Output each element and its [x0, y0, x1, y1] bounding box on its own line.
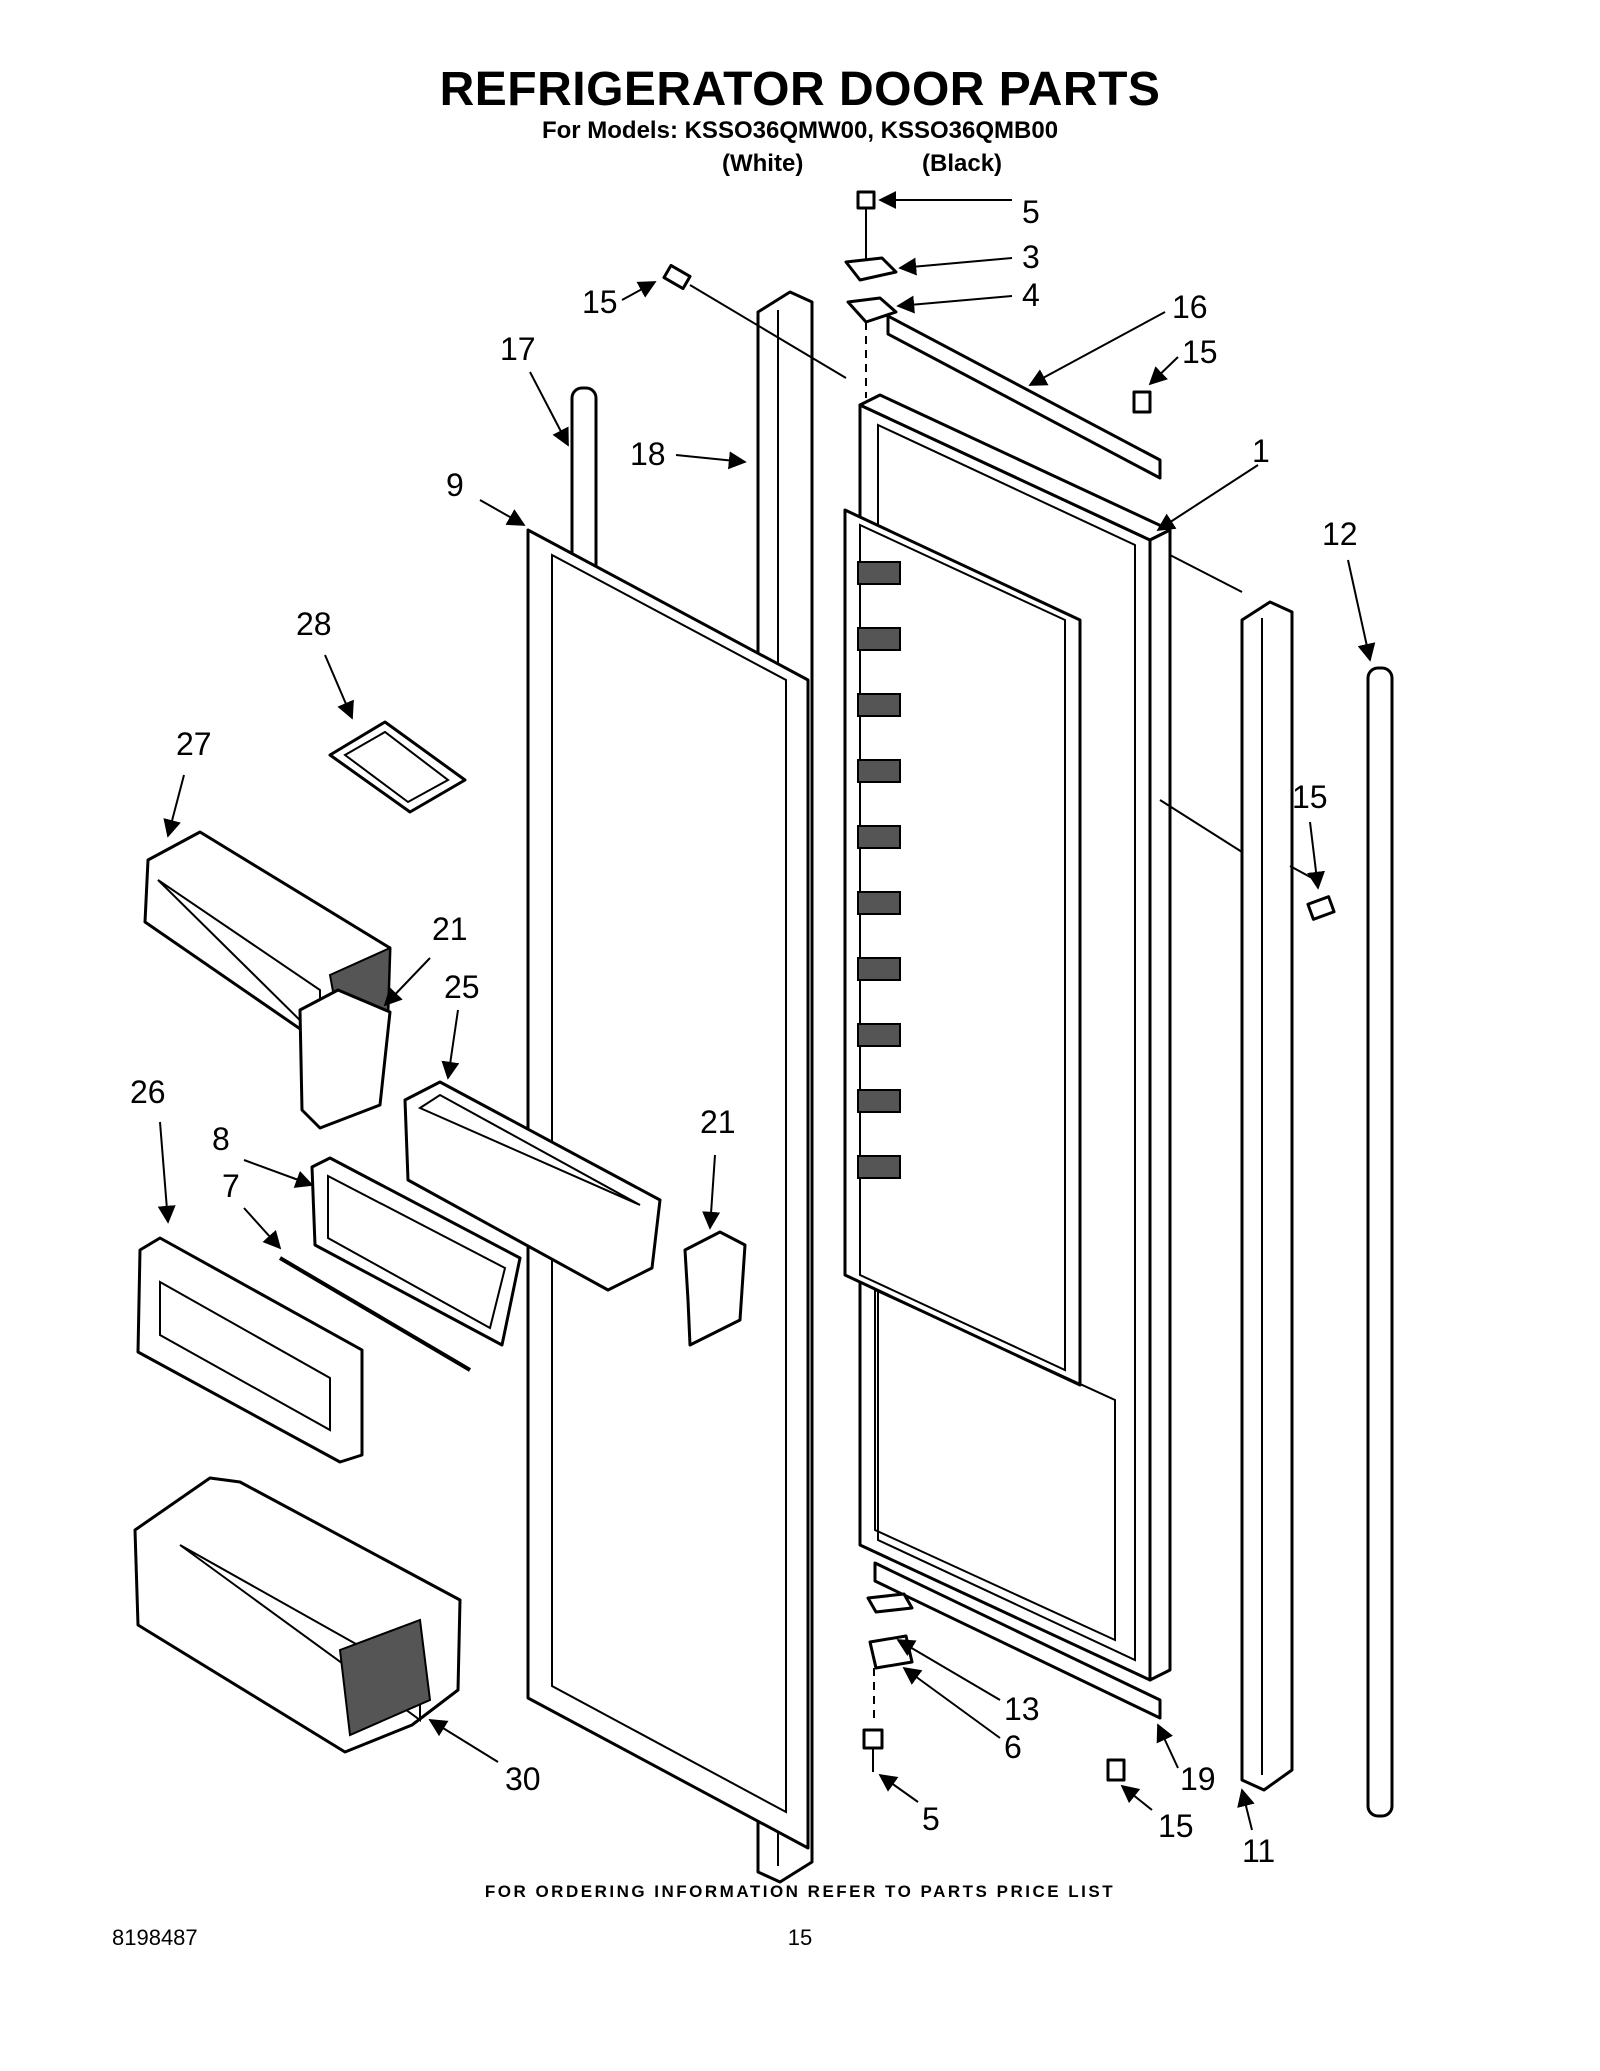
callout-7: 7 — [222, 1168, 240, 1204]
callout-15-right: 15 — [1292, 779, 1328, 815]
handle-trim-right — [1240, 600, 1294, 1792]
callout-4: 4 — [1022, 277, 1040, 313]
seal-strip — [278, 1256, 472, 1372]
callout-5-bottom: 5 — [922, 1801, 940, 1837]
callout-8: 8 — [212, 1121, 230, 1157]
callout-21-upper: 21 — [432, 911, 468, 947]
leader-lines — [157, 191, 1376, 1831]
door-assembly — [843, 393, 1172, 1682]
dispenser-housing — [403, 1080, 662, 1292]
callout-13: 13 — [1004, 1691, 1040, 1727]
top-trim — [886, 314, 1162, 480]
handle-insert-right — [1366, 666, 1394, 1818]
callout-12: 12 — [1322, 516, 1358, 552]
screw-15-top-left — [662, 263, 692, 291]
bracket-21-lower — [683, 1230, 747, 1347]
models-line: For Models: KSSO36QMW00, KSSO36QMB00 — [541, 117, 1059, 144]
variant-black-label: (Black) — [922, 150, 1003, 177]
callout-5-top: 5 — [1022, 194, 1040, 230]
page-number: 15 — [787, 1925, 813, 1950]
callout-11: 11 — [1242, 1833, 1275, 1869]
screw-15-bottom — [1106, 1758, 1126, 1782]
page-title: REFRIGERATOR DOOR PARTS — [439, 63, 1161, 116]
callout-21-lower: 21 — [700, 1104, 736, 1140]
callout-numbers: 5 3 4 16 15 15 1 12 15 17 18 9 28 27 21 … — [130, 194, 1358, 1869]
callout-19: 19 — [1180, 1761, 1216, 1797]
callout-15-top-left: 15 — [582, 284, 618, 320]
bracket-21-upper — [298, 988, 392, 1130]
bottom-hinge — [862, 1592, 914, 1772]
callout-17: 17 — [500, 331, 536, 367]
screw-15-right — [1306, 895, 1336, 921]
callout-18: 18 — [630, 436, 666, 472]
callout-1: 1 — [1252, 433, 1270, 469]
callout-26: 26 — [130, 1074, 166, 1110]
callout-25: 25 — [444, 969, 480, 1005]
lower-door-bin — [133, 1476, 462, 1754]
callout-9: 9 — [446, 467, 464, 503]
callout-6: 6 — [1004, 1729, 1022, 1765]
callout-30: 30 — [505, 1761, 541, 1797]
small-bin — [328, 720, 467, 814]
callout-27: 27 — [176, 726, 212, 762]
screw-15-top-right — [1132, 390, 1152, 414]
top-hinge — [844, 190, 898, 398]
ordering-note: FOR ORDERING INFORMATION REFER TO PARTS … — [484, 1882, 1116, 1901]
bottom-trim — [873, 1561, 1162, 1720]
callout-28: 28 — [296, 606, 332, 642]
door-shelf-cleats — [857, 561, 901, 1179]
dispenser-cover — [136, 1236, 364, 1464]
callout-15-top-right: 15 — [1182, 334, 1218, 370]
door-gasket — [526, 528, 810, 1850]
callout-16: 16 — [1172, 289, 1208, 325]
document-number: 8198487 — [112, 1925, 198, 1950]
callout-15-bottom: 15 — [1158, 1808, 1194, 1844]
callout-3: 3 — [1022, 239, 1040, 275]
dispenser-frame — [310, 1156, 522, 1347]
variant-white-label: (White) — [722, 150, 804, 177]
